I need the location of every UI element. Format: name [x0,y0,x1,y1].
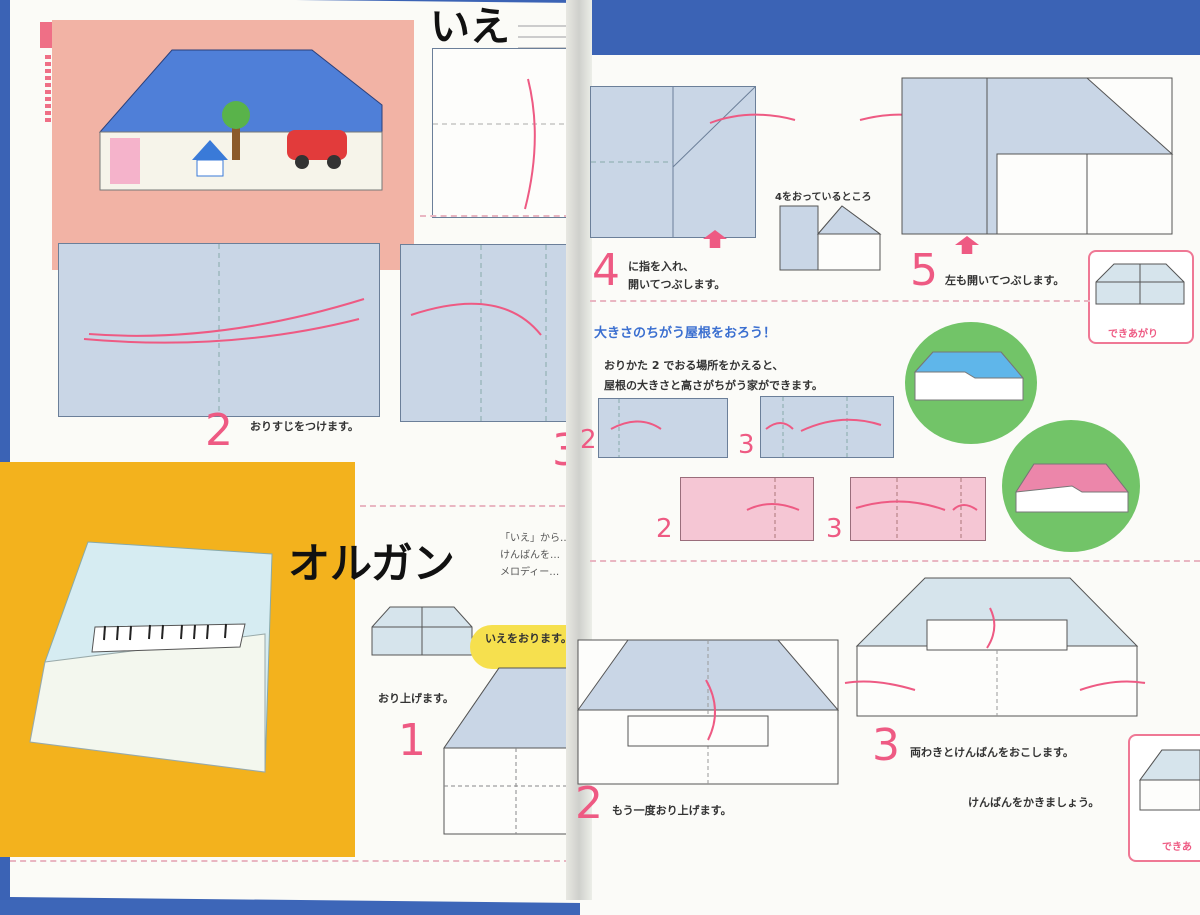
organ-step2-text: もう一度おり上げます。 [612,804,732,817]
roof-desc-line2: 屋根の大きさと高さがちがう家ができます。 [604,379,823,392]
origami-organ-illustration [29,541,273,773]
var-pink-2-paper [680,477,814,541]
step4-text: に指を入れ、 開いてつぶします。 [628,258,725,294]
var-pink-2-number: 2 [656,514,673,544]
organ-photo [0,462,355,857]
vertical-side-label [45,55,51,125]
house-badge-text: いえをおります。 [485,632,572,645]
house-photo [52,20,414,270]
divider-house-top [420,215,570,217]
step5-text: 左も開いてつぶします。 [945,274,1065,287]
organ-intro-line2: けんばんを… [500,550,560,561]
var-blue-3-paper [760,396,894,458]
var-blue-3-number: 3 [738,430,755,460]
step4-text-line2: 開いてつぶします。 [628,278,726,291]
organ-step2-number: 2 [575,778,603,829]
organ-intro: 「いえ」から… けんばんを… メロディー… [500,530,570,581]
house-step1-paper [432,48,580,218]
house-badge [470,625,575,669]
done-box-organ [1128,734,1200,862]
blue-roof-bubble [905,322,1037,444]
var-pink-3-paper [850,477,986,541]
organ-intro-line3: メロディー… [500,567,560,578]
divider-right-2 [590,560,1200,562]
house-title: いえ [430,4,510,50]
organ-step3-number: 3 [872,720,900,771]
pink-roof-bubble [1002,420,1140,552]
organ-step1-paper [443,667,581,838]
divider-right-1 [590,300,1090,302]
roof-desc: おりかた 2 でおる場所をかえると、 屋根の大きさと高さがちがう家ができます。 [604,356,823,396]
divider-organ-top [360,505,575,507]
organ-title: オルガン [288,539,455,588]
organ-draw-text: けんばんをかきましょう。 [968,796,1100,809]
done-box-house [1088,250,1194,344]
organ-step3-text: 両わきとけんばんをおこします。 [910,746,1074,759]
organ-step1-number: 1 [398,715,426,766]
step4-sub-figure [779,205,882,274]
step4-number: 4 [592,245,620,296]
organ-house-thumb [371,605,473,661]
organ-step1-text: おり上げます。 [378,692,454,705]
step4-text-line1: に指を入れ、 [628,260,695,273]
house-step2-text: おりすじをつけます。 [250,420,359,433]
roof-heading: 大きさのちがう屋根をおろう！ [594,326,777,341]
house-step2-paper [58,243,380,417]
divider-bottom-left [10,860,570,862]
done-label: できあがり [1108,329,1158,340]
var-blue-2-paper [598,398,728,458]
var-pink-3-number: 3 [826,514,843,544]
organ-intro-line1: 「いえ」から… [500,533,570,544]
step5-number: 5 [910,245,938,296]
organ-step3-paper [844,577,1155,724]
house-step5-paper [901,77,1182,242]
var-blue-2-number: 2 [580,425,597,455]
step4-sub-caption: 4をおっているところ [775,192,872,203]
fold-arrow-down [433,78,579,210]
house-step3-paper [400,244,578,422]
origami-house-illustration [98,49,383,191]
roof-desc-line1: おりかた 2 でおる場所をかえると、 [604,359,784,372]
house-step4-paper [590,86,756,238]
house-step2-number: 2 [205,405,233,456]
fold-arrow-right [410,245,547,421]
crease-arrows [83,244,365,416]
step4-arrow [709,113,796,124]
organ-step2-paper [577,639,840,790]
done-label-2: できあ [1162,842,1192,853]
